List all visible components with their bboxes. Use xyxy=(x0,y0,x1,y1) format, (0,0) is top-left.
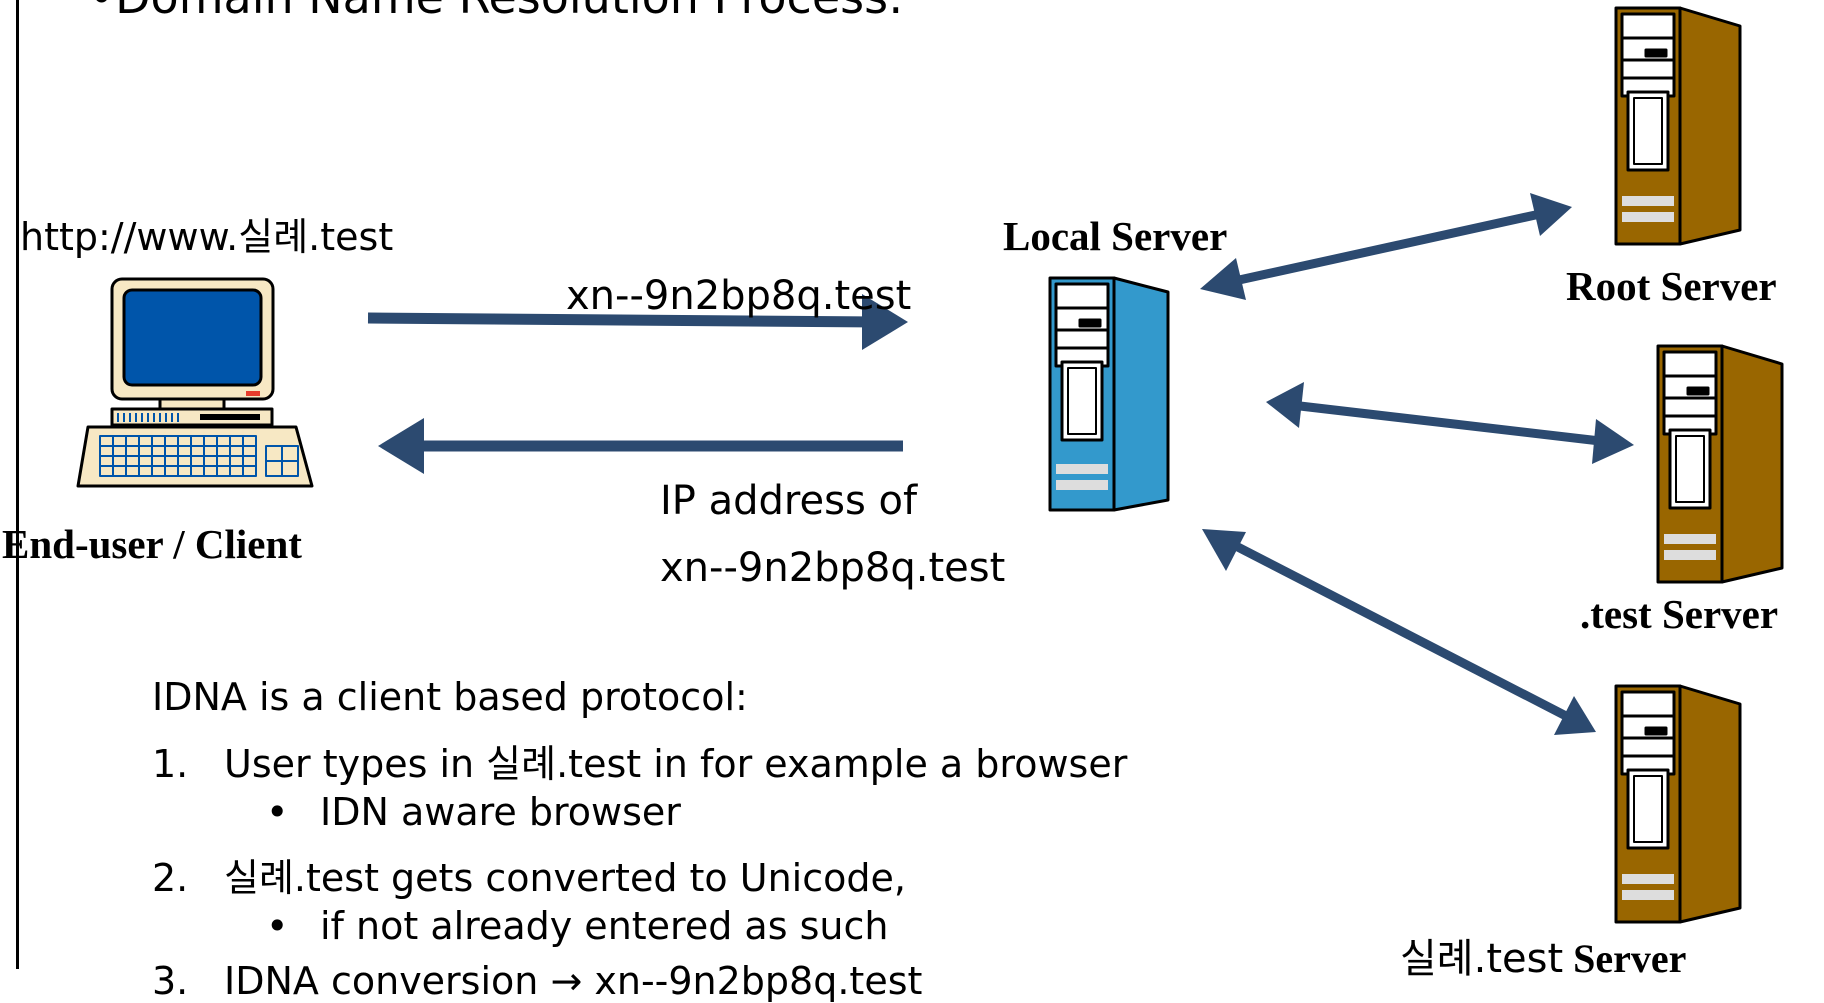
tld-query-arrow xyxy=(1266,382,1634,464)
arrows xyxy=(367,193,1634,735)
list-bullet: • xyxy=(266,904,289,948)
list-text: IDN aware browser xyxy=(320,790,681,834)
list-number: 3. xyxy=(152,959,189,1003)
notes-item-1: 1. User types in 실례.test in for example a… xyxy=(152,733,1127,788)
local-server-label: Local Server xyxy=(1003,213,1228,259)
list-bullet: • xyxy=(266,790,289,834)
client-label: End-user / Client xyxy=(2,521,302,567)
idn-server-label-word: Server xyxy=(1573,936,1687,981)
list-number: 1. xyxy=(152,742,189,786)
list-text: User types in 실례.test in for example a b… xyxy=(224,742,1128,786)
list-text: if not already entered as such xyxy=(320,904,889,948)
list-text: IDNA conversion → xn--9n2bp8q.test xyxy=(224,959,923,1003)
idn-server-label: 실례.test Server xyxy=(1400,926,1686,984)
list-number: 2. xyxy=(152,856,189,900)
list-text: 실례.test gets converted to Unicode, xyxy=(224,856,906,900)
client-url: http://www.실례.test xyxy=(20,215,394,259)
notes-subitem-2: • if not already entered as such xyxy=(266,904,888,948)
root-server-icon xyxy=(1614,6,1742,246)
local-server-icon xyxy=(1048,276,1170,512)
idn-server-icon xyxy=(1614,684,1742,924)
reply-arrow xyxy=(378,418,903,474)
tld-server-label: .test Server xyxy=(1580,591,1779,637)
slide-left-border xyxy=(16,0,19,969)
reply-label-line2: xn--9n2bp8q.test xyxy=(660,545,1006,591)
diagram-graphics xyxy=(76,6,1784,924)
notes-item-3: 3. IDNA conversion → xn--9n2bp8q.test xyxy=(152,959,922,1003)
tld-server-icon xyxy=(1656,344,1784,584)
query-arrow xyxy=(367,294,908,350)
notes-subitem-1: • IDN aware browser xyxy=(266,790,681,834)
root-server-label: Root Server xyxy=(1566,263,1777,309)
client-computer-icon xyxy=(76,277,314,488)
query-label: xn--9n2bp8q.test xyxy=(566,273,912,319)
notes-intro: IDNA is a client based protocol: xyxy=(152,675,748,719)
idn-query-arrow xyxy=(1202,529,1596,735)
notes-item-2: 2. 실례.test gets converted to Unicode, xyxy=(152,847,906,902)
root-query-arrow xyxy=(1200,193,1572,300)
slide-heading: •Domain Name Resolution Process: xyxy=(88,0,904,24)
idn-server-label-domain: 실례.test xyxy=(1400,936,1564,982)
reply-label-line1: IP address of xyxy=(660,478,918,524)
